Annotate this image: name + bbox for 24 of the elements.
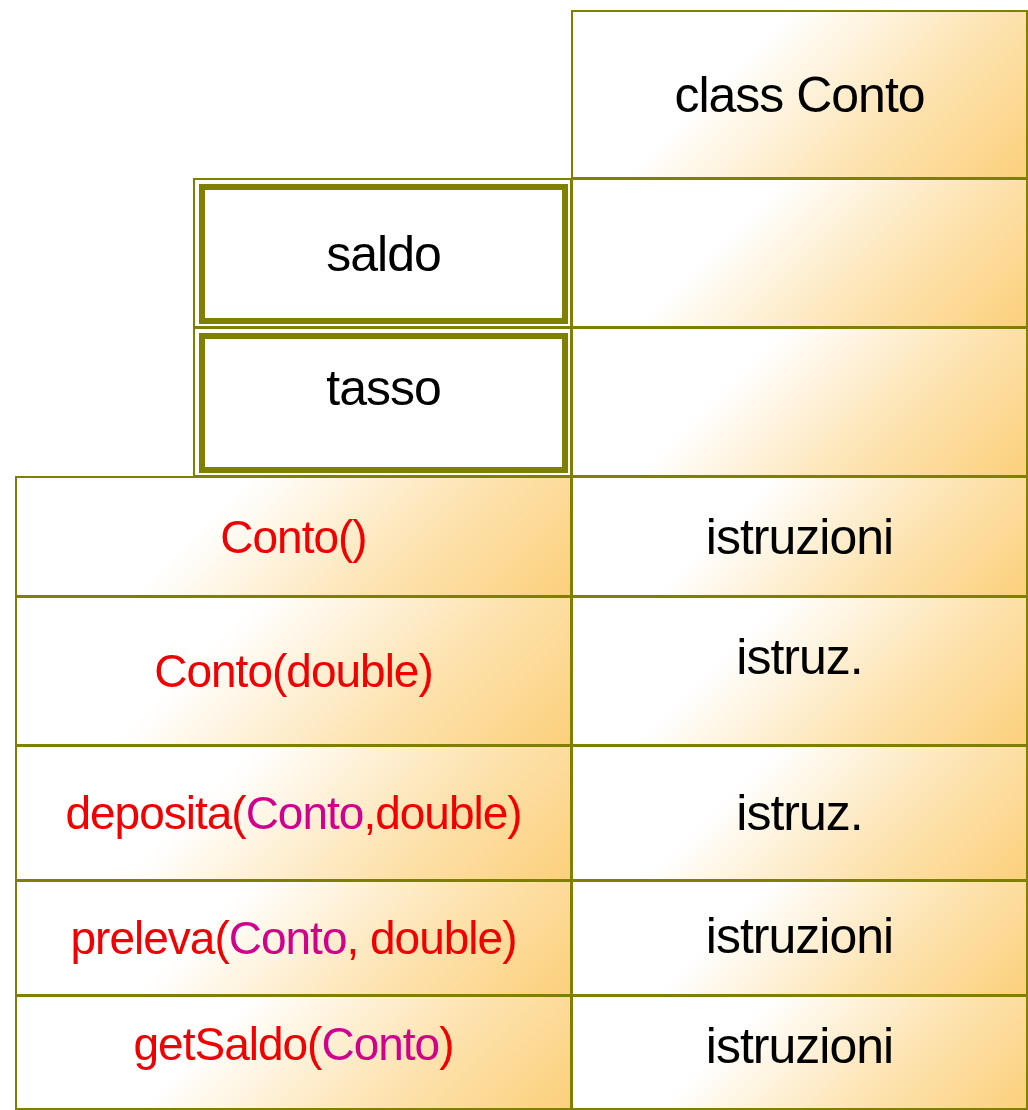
method-signature: deposita(Conto,double): [65, 786, 522, 840]
method-cell: [15, 596, 572, 746]
method-cell: [15, 745, 572, 881]
method-cell: [15, 476, 572, 597]
code-cell: [571, 745, 1028, 881]
method-signature: preleva(Conto, double): [70, 911, 517, 965]
class-header-cell: [571, 10, 1028, 179]
method-cell: [15, 880, 572, 996]
field-name: tasso: [326, 359, 441, 417]
code-cell: [571, 596, 1028, 746]
code-text: istruz.: [736, 784, 863, 842]
field-name: saldo: [326, 225, 441, 283]
code-text: istruzioni: [705, 907, 894, 965]
method-signature: Conto(): [220, 509, 367, 564]
method-signature: Conto(double): [154, 644, 433, 698]
code-text: istruzioni: [705, 1017, 894, 1075]
method-signature: getSaldo(Conto): [133, 1017, 454, 1071]
method-cell: [15, 995, 572, 1110]
class-name: class Conto: [674, 65, 925, 124]
code-text: istruzioni: [705, 507, 894, 566]
code-cell: [571, 995, 1028, 1110]
code-text: istruz.: [736, 628, 863, 686]
code-cell: [571, 880, 1028, 996]
code-cell: [571, 476, 1028, 597]
